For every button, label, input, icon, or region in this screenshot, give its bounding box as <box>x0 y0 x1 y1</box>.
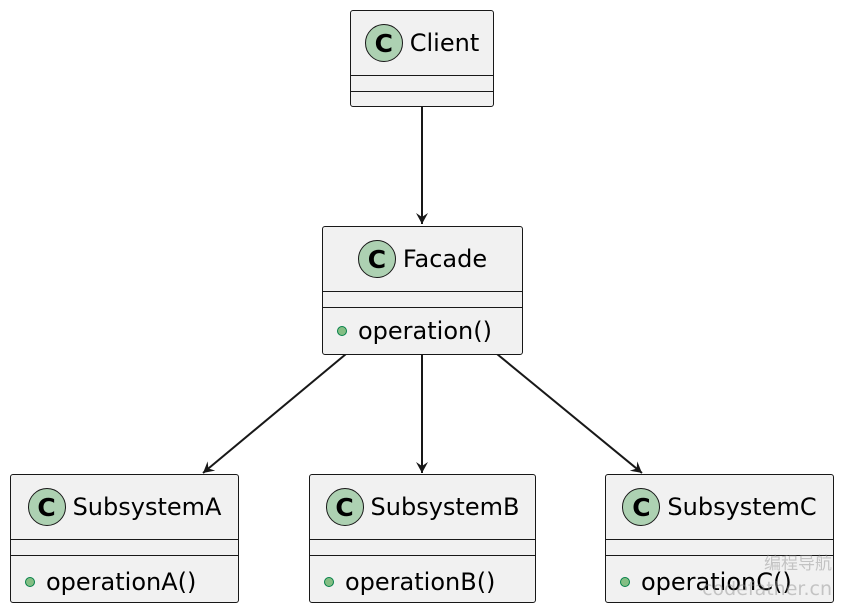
class-facade[interactable]: C Facade operation() <box>322 226 523 355</box>
class-subsystem-a[interactable]: C SubsystemA operationA() <box>10 474 239 603</box>
class-subsystem-b-name: SubsystemB <box>370 493 520 521</box>
class-subsystem-c-name: SubsystemC <box>667 493 817 521</box>
class-client-header: C Client <box>351 11 493 75</box>
class-subsystem-a-name: SubsystemA <box>72 493 222 521</box>
attributes-divider <box>323 291 522 292</box>
public-visibility-icon <box>324 577 334 587</box>
attributes-divider <box>351 75 493 76</box>
method-row: operationC() <box>620 567 829 597</box>
class-c-icon: C <box>325 488 364 526</box>
class-client-name: Client <box>409 29 480 57</box>
public-visibility-icon <box>337 326 347 336</box>
method-operation-a: operationA() <box>46 568 197 596</box>
watermark-chinese-text: 编程导航 <box>764 554 832 574</box>
method-operation-b: operationB() <box>345 568 496 596</box>
attributes-divider <box>606 539 833 540</box>
arrow-facade-to-subsystem-a <box>202 353 347 474</box>
class-subsystem-c[interactable]: C SubsystemC operationC() <box>605 474 834 603</box>
class-c-icon: C <box>357 240 396 278</box>
methods-divider <box>310 555 535 556</box>
method-operation: operation() <box>358 317 492 345</box>
attributes-divider <box>11 539 238 540</box>
methods-divider <box>351 91 493 92</box>
class-client[interactable]: C Client <box>350 10 494 107</box>
watermark-url: codefather.cn <box>702 578 832 600</box>
method-row: operation() <box>337 316 518 346</box>
class-subsystem-b[interactable]: C SubsystemB operationB() <box>309 474 536 603</box>
class-subsystem-a-header: C SubsystemA <box>11 475 238 539</box>
class-subsystem-b-header: C SubsystemB <box>310 475 535 539</box>
method-operation-c: operationC() <box>641 568 792 596</box>
methods-divider <box>606 555 833 556</box>
arrow-facade-to-subsystem-c <box>496 353 643 474</box>
class-facade-name: Facade <box>402 245 488 273</box>
attributes-divider <box>310 539 535 540</box>
public-visibility-icon <box>25 577 35 587</box>
public-visibility-icon <box>620 577 630 587</box>
method-row: operationB() <box>324 567 531 597</box>
class-subsystem-c-header: C SubsystemC <box>606 475 833 539</box>
class-c-icon: C <box>27 488 66 526</box>
methods-divider <box>323 307 522 308</box>
method-row: operationA() <box>25 567 234 597</box>
class-c-icon: C <box>364 24 403 62</box>
methods-divider <box>11 555 238 556</box>
class-facade-header: C Facade <box>323 227 522 291</box>
class-c-icon: C <box>622 488 661 526</box>
